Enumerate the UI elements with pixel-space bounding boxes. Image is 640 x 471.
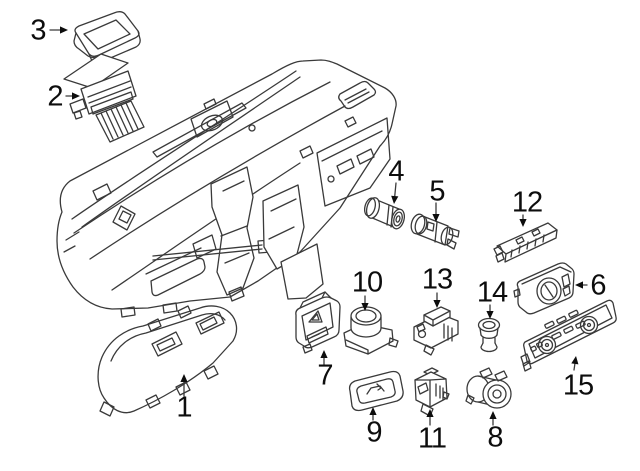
instrument-cluster-icon bbox=[97, 305, 238, 417]
callout-arrowhead-12 bbox=[519, 219, 527, 227]
callout-arrowhead-5 bbox=[432, 214, 440, 222]
control-switch-icon bbox=[413, 306, 459, 356]
callout-label-8: 8 bbox=[487, 421, 503, 454]
callout-arrowhead-6 bbox=[575, 281, 583, 289]
trunk-release-icon bbox=[348, 370, 404, 412]
callout-label-10: 10 bbox=[351, 266, 383, 299]
callout-arrowhead-3 bbox=[60, 26, 68, 34]
callout-arrowhead-7 bbox=[320, 350, 328, 358]
headlight-switch-icon bbox=[513, 262, 575, 315]
blanking-plug-icon bbox=[477, 317, 501, 353]
hud-cover-icon bbox=[73, 11, 141, 64]
callout-label-12: 12 bbox=[511, 186, 543, 219]
callout-arrowhead-14 bbox=[486, 311, 494, 319]
callout-label-13: 13 bbox=[421, 263, 453, 296]
callout-label-6: 6 bbox=[590, 269, 606, 302]
callout-label-15: 15 bbox=[562, 369, 594, 402]
callout-label-9: 9 bbox=[366, 416, 382, 449]
switch-strip-icon bbox=[493, 222, 558, 263]
callout-arrowhead-4 bbox=[391, 195, 399, 204]
callout-label-14: 14 bbox=[476, 276, 508, 309]
callout-arrowhead-11 bbox=[426, 409, 434, 417]
callout-label-3: 3 bbox=[30, 14, 46, 47]
start-stop-button-icon bbox=[465, 367, 512, 409]
callout-label-4: 4 bbox=[388, 155, 404, 188]
callout-arrowhead-15 bbox=[571, 356, 579, 365]
cigarette-lighter-icon bbox=[363, 197, 405, 230]
callout-label-11: 11 bbox=[417, 422, 447, 455]
callout-arrowhead-9 bbox=[369, 407, 377, 415]
callout-arrowhead-13 bbox=[433, 300, 441, 308]
callout-label-5: 5 bbox=[429, 175, 445, 208]
controller-knob-icon bbox=[343, 306, 399, 355]
callout-arrowhead-2 bbox=[72, 92, 80, 100]
callout-arrowhead-1 bbox=[180, 374, 188, 382]
switch-module-icon bbox=[414, 367, 450, 417]
callout-arrowhead-8 bbox=[489, 411, 497, 419]
callout-arrowhead-10 bbox=[361, 303, 369, 311]
callout-arrows bbox=[49, 26, 588, 426]
callout-label-1: 1 bbox=[176, 391, 192, 424]
dashboard-assembly-icon bbox=[56, 59, 397, 318]
callout-arrow-4 bbox=[394, 182, 397, 197]
callout-arrow-15 bbox=[573, 363, 576, 371]
hud-unit-icon bbox=[63, 53, 145, 143]
power-socket-icon bbox=[410, 213, 460, 250]
hazard-switch-icon bbox=[295, 291, 341, 354]
climate-panel-icon bbox=[520, 299, 617, 372]
callout-label-2: 2 bbox=[47, 80, 63, 113]
callout-label-7: 7 bbox=[317, 359, 333, 392]
